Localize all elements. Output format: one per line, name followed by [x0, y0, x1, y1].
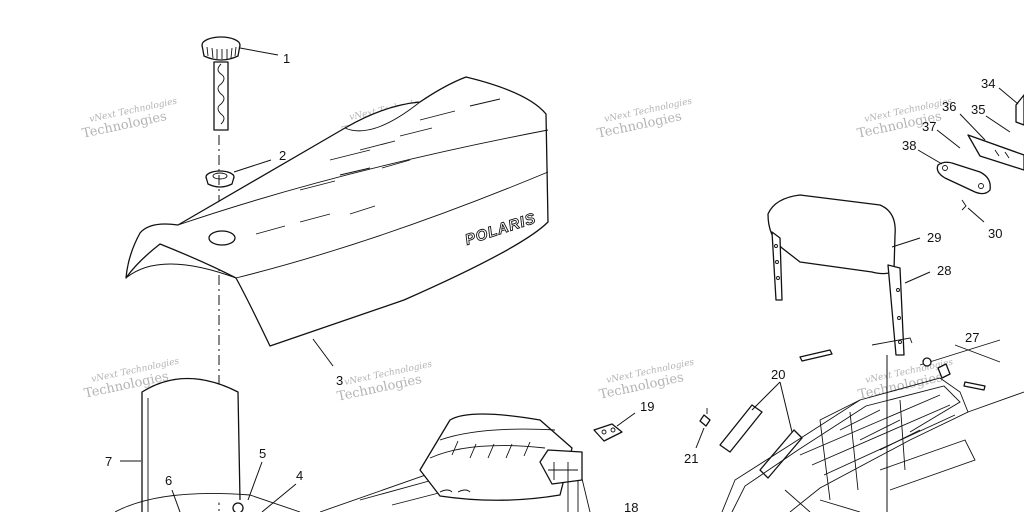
callout-21: 21 — [684, 451, 698, 466]
callout-19: 19 — [640, 399, 654, 414]
callout-38: 38 — [902, 138, 916, 153]
grommet-part — [205, 170, 235, 188]
callout-29: 29 — [927, 230, 941, 245]
rear-rack-part — [721, 377, 1024, 512]
callout-34: 34 — [981, 76, 995, 91]
watermark: vNext Technologies Technologies — [336, 359, 434, 404]
callout-7: 7 — [105, 454, 112, 469]
watermark: vNext Technologies Technologies — [598, 357, 696, 402]
watermark: vNext Technologies Technologies — [81, 96, 179, 141]
callout-35: 35 — [971, 102, 985, 117]
callout-4: 4 — [296, 468, 303, 483]
callout-20: 20 — [771, 367, 785, 382]
seat-part: POLARIS — [125, 76, 549, 347]
callout-37: 37 — [922, 119, 936, 134]
callout-6: 6 — [165, 473, 172, 488]
callout-28: 28 — [937, 263, 951, 278]
license-bracket-part — [936, 94, 1024, 211]
clip-part — [699, 408, 711, 427]
tank-panel-part — [141, 377, 241, 512]
callout-3: 3 — [336, 373, 343, 388]
lower-body-part — [319, 413, 591, 512]
backrest-part — [767, 194, 905, 512]
callout-1: 1 — [283, 51, 290, 66]
gas-cap-part — [201, 36, 241, 131]
callout-36: 36 — [942, 99, 956, 114]
callout-partial: 18 — [624, 500, 638, 512]
callout-30: 30 — [988, 226, 1002, 241]
callout-27: 27 — [965, 330, 979, 345]
handle-strap-part — [719, 404, 803, 479]
bracket-part — [593, 423, 623, 442]
watermark: vNext Technologies Technologies — [596, 96, 694, 141]
callout-5: 5 — [259, 446, 266, 461]
bolt-hardware-part — [919, 339, 1001, 391]
callout-2: 2 — [279, 148, 286, 163]
